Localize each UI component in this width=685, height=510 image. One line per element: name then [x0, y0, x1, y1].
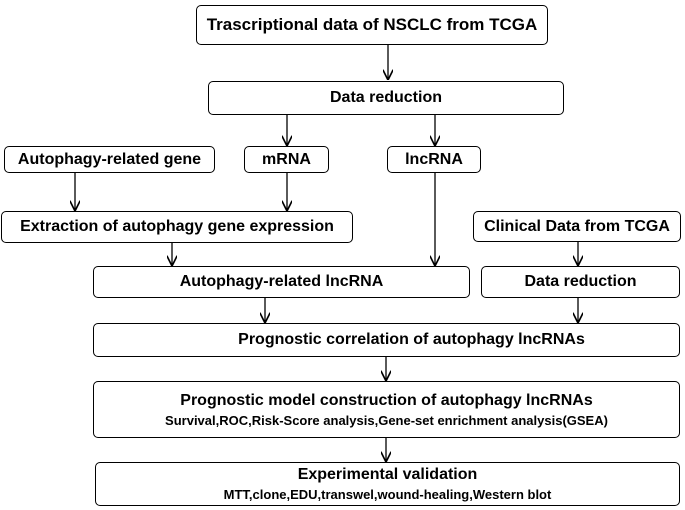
tcga-nsclc-label: Trascriptional data of NSCLC from TCGA — [206, 15, 538, 34]
clinical-tcga-label: Clinical Data from TCGA — [484, 217, 670, 235]
prognostic-correlation-box: Prognostic correlation of autophagy lncR… — [93, 323, 680, 357]
model-construction-title: Prognostic model construction of autopha… — [180, 391, 593, 409]
autophagy-gene-box: Autophagy-related gene — [4, 146, 215, 173]
experimental-validation-title: Experimental validation — [297, 466, 478, 483]
autophagy-lncrna-box: Autophagy-related lncRNA — [93, 266, 470, 298]
mrna-label: mRNA — [262, 150, 311, 168]
data-reduction-top-label: Data reduction — [329, 89, 442, 106]
lncrna-label: lncRNA — [405, 150, 463, 168]
autophagy-gene-label: Autophagy-related gene — [17, 150, 202, 168]
model-construction-subtitle: Survival,ROC,Risk-Score analysis,Gene-se… — [165, 412, 608, 428]
data-reduction-top-box: Data reduction — [208, 81, 564, 115]
autophagy-lncrna-label: Autophagy-related lncRNA — [179, 273, 384, 290]
data-reduction-right-label: Data reduction — [524, 273, 637, 290]
lncrna-box: lncRNA — [387, 146, 481, 173]
extraction-box: Extraction of autophagy gene expression — [1, 211, 353, 243]
experimental-validation-box: Experimental validation MTT,clone,EDU,tr… — [95, 462, 680, 506]
model-construction-box: Prognostic model construction of autopha… — [93, 381, 680, 438]
tcga-nsclc-box: Trascriptional data of NSCLC from TCGA — [196, 5, 548, 45]
prognostic-correlation-label: Prognostic correlation of autophagy lncR… — [238, 331, 585, 348]
clinical-tcga-box: Clinical Data from TCGA — [473, 211, 681, 242]
data-reduction-right-box: Data reduction — [481, 266, 680, 298]
mrna-box: mRNA — [244, 146, 329, 173]
experimental-validation-subtitle: MTT,clone,EDU,transwel,wound-healing,Wes… — [223, 487, 552, 502]
extraction-label: Extraction of autophagy gene expression — [20, 218, 334, 235]
